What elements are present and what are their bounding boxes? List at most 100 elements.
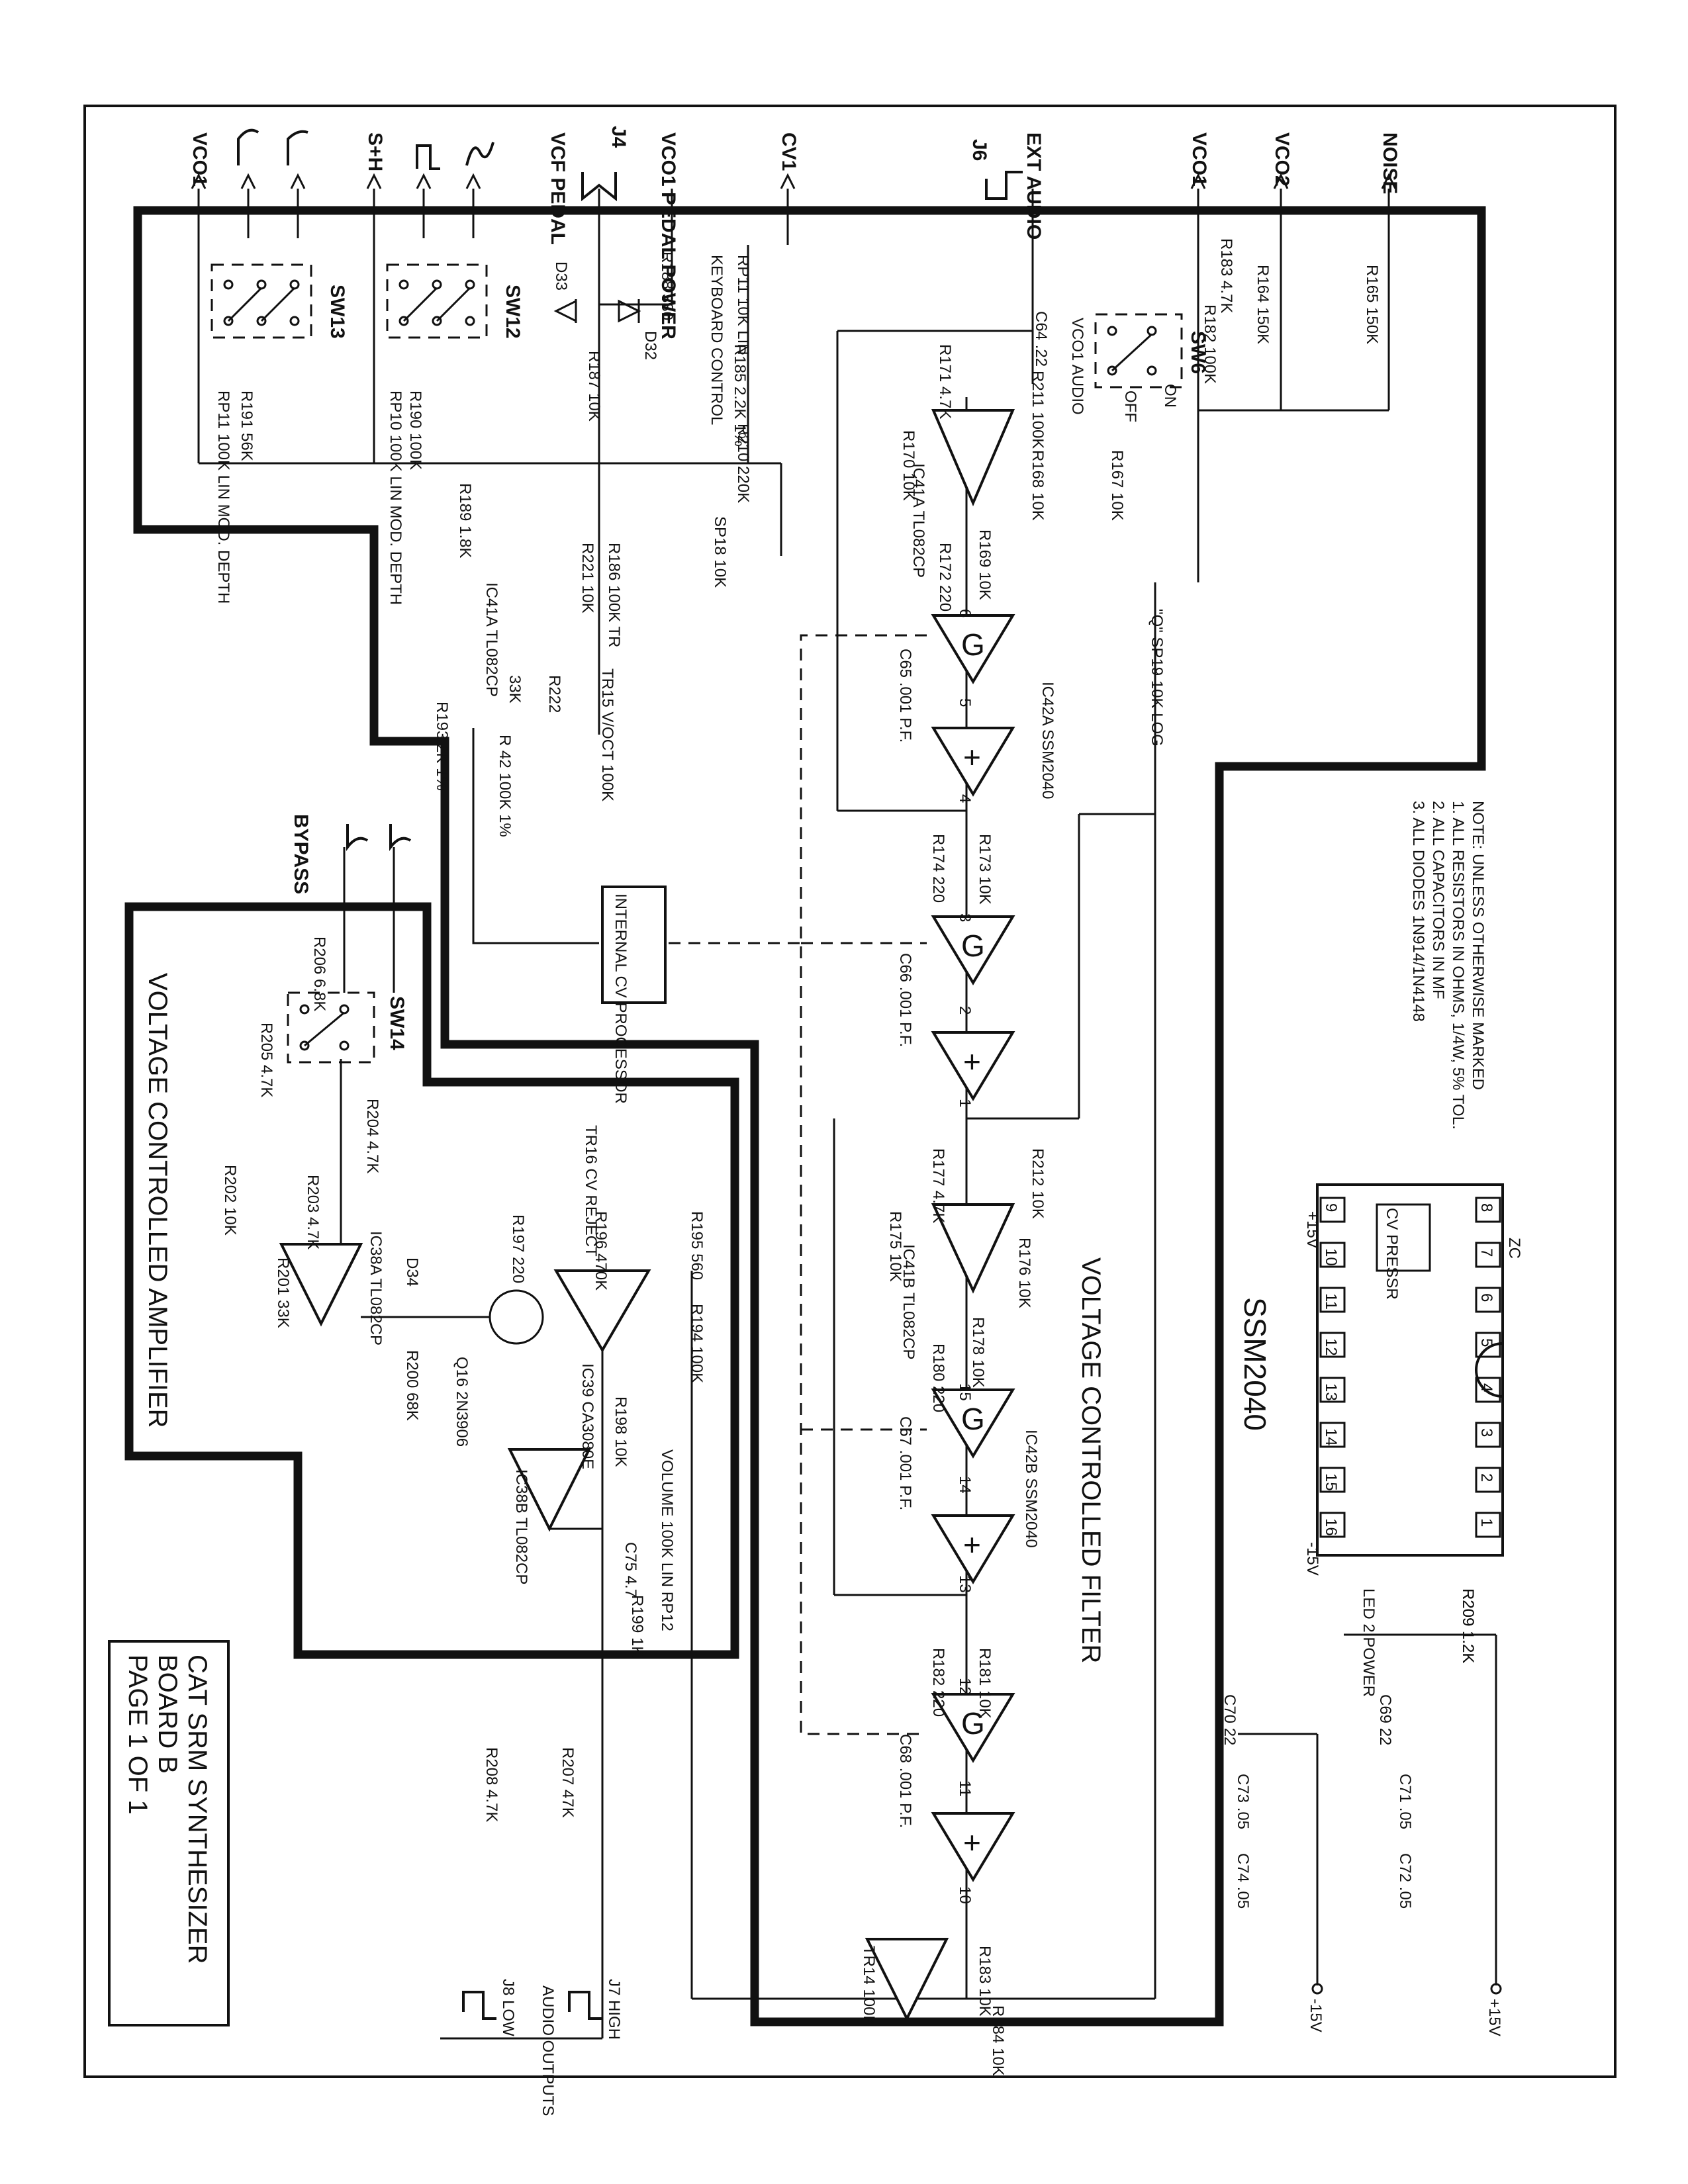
label-r193: R193 2K 1% bbox=[433, 702, 451, 791]
sw6-label: SW6 bbox=[1187, 331, 1209, 374]
label-tr14: TR14 100K bbox=[860, 1946, 878, 2026]
node-number: 11 bbox=[956, 1780, 974, 1797]
title-line-1: CAT SRM SYNTHESIZER bbox=[183, 1655, 212, 1964]
chip-pin-box bbox=[1319, 1242, 1346, 1268]
chip-pin-number: 14 bbox=[1322, 1428, 1340, 1446]
cv-pressr-block bbox=[1376, 1203, 1431, 1272]
label-r201: R201 33K bbox=[274, 1257, 292, 1328]
label-r184: R184 10K bbox=[989, 2005, 1007, 2076]
label-c69: C69 22 bbox=[1376, 1694, 1394, 1745]
chip-pin-number: 12 bbox=[1322, 1338, 1340, 1356]
waveform-icons bbox=[237, 128, 494, 851]
label-r180: R180 220 bbox=[929, 1343, 947, 1412]
q16-transistor bbox=[489, 1289, 544, 1345]
label-r211: R211 100K bbox=[1029, 371, 1047, 449]
svg-text:J8 LOW: J8 LOW bbox=[499, 1979, 517, 2036]
label-rp10: RP10 100K LIN MOD. DEPTH bbox=[387, 390, 404, 605]
title-line-3: PAGE 1 OF 1 bbox=[123, 1655, 152, 1815]
label-r168: R168 10K bbox=[1029, 450, 1047, 521]
notes-header: NOTE: UNLESS OTHERWISE MARKED bbox=[1469, 801, 1487, 1090]
label-r195: R195 560 bbox=[688, 1211, 706, 1280]
svg-text:+: + bbox=[963, 1825, 981, 1860]
label-r167: R167 10K bbox=[1108, 450, 1126, 521]
buffer-4 bbox=[931, 1812, 1015, 1882]
label-r185: R185 2.2K 1% bbox=[731, 344, 749, 447]
label-r191: R191 56K bbox=[238, 390, 256, 461]
svg-text:+: + bbox=[963, 1044, 981, 1079]
label-r170: R170 10K bbox=[900, 430, 917, 501]
label-r206: R206 6.8K bbox=[310, 936, 328, 1011]
node-number: 15 bbox=[956, 1383, 974, 1401]
pulse-wave-icon bbox=[416, 144, 440, 170]
label-c74: C74 .05 bbox=[1234, 1853, 1252, 1909]
sw12-label: SW12 bbox=[502, 285, 524, 339]
label-r175: R175 10K bbox=[886, 1211, 904, 1282]
chip-pin-box bbox=[1475, 1287, 1501, 1313]
label-tr16: TR16 CV REJECT bbox=[582, 1125, 600, 1257]
label-ic42a: IC42A SSM2040 bbox=[1039, 682, 1056, 799]
diode-d32: D32 bbox=[618, 299, 659, 360]
gain-cell-g1 bbox=[931, 614, 1015, 684]
label-c72: C72 .05 bbox=[1396, 1853, 1414, 1909]
note-3: 3. ALL DIODES 1N914/1N4148 bbox=[1409, 801, 1427, 1022]
bypass-wave2-icon bbox=[389, 824, 412, 851]
gain-cell-g4 bbox=[931, 1693, 1015, 1763]
label-r190: R190 100K bbox=[406, 390, 424, 470]
chip-pin-box bbox=[1319, 1287, 1346, 1313]
label-c66: C66 .001 P.F. bbox=[896, 953, 914, 1047]
input-wires bbox=[197, 189, 1390, 735]
label-r178: R178 10K bbox=[969, 1317, 987, 1388]
label-r171: R171 4.7K bbox=[936, 344, 954, 419]
buffer-2 bbox=[931, 1031, 1015, 1101]
notes-block: NOTE: UNLESS OTHERWISE MARKED 1. ALL RES… bbox=[1409, 801, 1487, 1130]
jack-j8 bbox=[462, 1991, 496, 2020]
chip-pin-box bbox=[1475, 1422, 1501, 1448]
ssm2040-label: SSM2040 bbox=[1238, 1297, 1272, 1431]
chip-pin-box bbox=[1475, 1377, 1501, 1403]
label-r173: R173 10K bbox=[976, 834, 994, 905]
jack-j6 bbox=[985, 171, 1023, 200]
label-r182: R182 100K bbox=[1201, 304, 1219, 384]
ic41a-opamp bbox=[931, 409, 1015, 507]
sh-label: S+H bbox=[364, 132, 386, 171]
ic39-ota bbox=[553, 1269, 651, 1353]
vca-section-title: VOLTAGE CONTROLLED AMPLIFIER bbox=[143, 973, 172, 1428]
svg-text:D33: D33 bbox=[552, 261, 570, 291]
label-r208: R208 4.7K bbox=[483, 1747, 500, 1822]
chip-rail-label: -15V bbox=[1303, 1542, 1321, 1576]
chip-pin-number: 3 bbox=[1477, 1428, 1495, 1437]
sw6-on-label: ON bbox=[1161, 384, 1179, 408]
j4-label: J4 bbox=[608, 126, 630, 148]
sw12-switch: SW12 bbox=[386, 263, 524, 339]
label-r181: R181 10K bbox=[976, 1648, 994, 1719]
label-c68: C68 .001 P.F. bbox=[896, 1734, 914, 1828]
label-r204: R204 4.7K bbox=[363, 1099, 381, 1173]
cv-control-bus bbox=[669, 634, 927, 1735]
label-r174: R174 220 bbox=[929, 834, 947, 903]
label-r169b: R169 10K bbox=[976, 529, 994, 600]
label-sp18: SP18 10K bbox=[711, 516, 729, 588]
chip-pin-number: 2 bbox=[1477, 1473, 1495, 1482]
chip-pin-box bbox=[1319, 1332, 1346, 1358]
svg-text:G: G bbox=[961, 1402, 985, 1436]
node-number: 10 bbox=[956, 1886, 974, 1904]
label-r164: R164 150K bbox=[1254, 265, 1272, 344]
sheet-border bbox=[83, 105, 1617, 2078]
sw6-off-label: OFF bbox=[1121, 390, 1139, 422]
node-number: 5 bbox=[956, 698, 974, 707]
jack-j4 bbox=[581, 172, 617, 202]
label-r42: R 42 100K 1% bbox=[496, 735, 514, 837]
svg-text:-15V: -15V bbox=[1307, 1999, 1325, 2032]
buffer-3 bbox=[931, 1514, 1015, 1584]
label-q_pot: "Q" SP19 10K LOG bbox=[1148, 609, 1166, 747]
node-number: 2 bbox=[956, 1006, 974, 1015]
chip-pin-number: 6 bbox=[1477, 1293, 1495, 1302]
vcf-stage-4: G + bbox=[931, 1693, 1015, 1882]
label-r182b: R182 220 bbox=[929, 1648, 947, 1717]
label-c64: C64 .22 bbox=[1032, 311, 1050, 367]
chip-pin-number: 15 bbox=[1322, 1473, 1340, 1491]
